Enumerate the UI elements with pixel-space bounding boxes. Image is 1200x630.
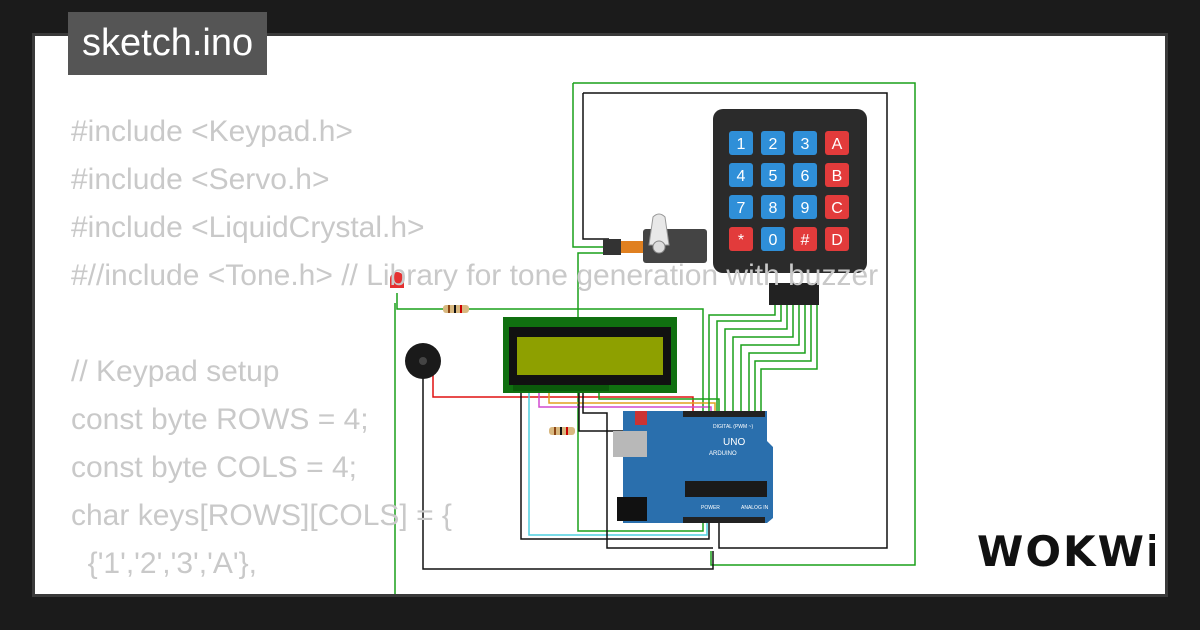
servo (603, 213, 707, 263)
wire-black-left (582, 93, 609, 240)
resistor-lcd (549, 427, 575, 435)
arduino-brand-label: ARDUINO (709, 451, 737, 457)
arduino-uno: UNO ARDUINO DIGITAL (PWM ~) POWER ANALOG… (613, 411, 773, 523)
wire-black-outer (583, 92, 888, 549)
keypad-key-label: B (832, 168, 843, 185)
keypad-key (793, 163, 817, 187)
keypad-key-label: 8 (769, 200, 778, 217)
circuit-diagram: 1 2 3 A 4 5 6 B 7 8 9 C * 0 # D (390, 82, 916, 594)
keypad-key (729, 163, 753, 187)
wokwi-logo-text: WOKWi (977, 527, 1155, 576)
keypad-key-label: 2 (769, 136, 778, 153)
wire-servo-signal (577, 252, 704, 532)
wire-led (396, 293, 704, 411)
arduino-analog-label: ANALOG IN (741, 505, 769, 511)
arduino-power-label: POWER (701, 505, 720, 511)
resistor-led (443, 305, 469, 313)
keypad-key-label: 7 (737, 200, 746, 217)
keypad-key-label: C (831, 200, 843, 217)
keypad-key (729, 131, 753, 155)
keypad-key-label: 5 (769, 168, 778, 185)
keypad-key (825, 163, 849, 187)
sketch-filename-label: sketch.ino (68, 12, 268, 75)
keypad-key-label: * (738, 232, 744, 249)
keypad-key (761, 195, 785, 219)
lcd-display (503, 317, 677, 393)
keypad-key (825, 195, 849, 219)
keypad-key (793, 195, 817, 219)
keypad-key (825, 227, 849, 251)
wires (394, 82, 916, 594)
keypad-key-label: 0 (769, 232, 778, 249)
keypad-key-label: 6 (801, 168, 810, 185)
wokwi-logo: WOKWi (977, 527, 1155, 576)
arduino-uno-label: UNO (723, 437, 745, 448)
keypad-key (761, 227, 785, 251)
keypad-key-label: 9 (801, 200, 810, 217)
led (390, 272, 404, 288)
arduino-digital-label: DIGITAL (PWM ~) (713, 424, 753, 430)
wire-green-outer (573, 82, 916, 566)
keypad-key-label: 3 (801, 136, 810, 153)
keypad-key (761, 163, 785, 187)
keypad-key (761, 131, 785, 155)
keypad-key-label: A (832, 136, 843, 153)
keypad: 1 2 3 A 4 5 6 B 7 8 9 C * 0 # D (713, 109, 867, 305)
keypad-key-label: 4 (737, 168, 746, 185)
keypad-key-label: # (801, 232, 810, 249)
keypad-key (793, 131, 817, 155)
wire-green-left (572, 83, 609, 248)
keypad-key-label: D (831, 232, 843, 249)
keypad-key-label: 1 (737, 136, 746, 153)
keypad-key (729, 195, 753, 219)
wire-buzzer-red (432, 363, 694, 411)
keypad-key (825, 131, 849, 155)
keypad-key (729, 227, 753, 251)
buzzer (405, 343, 441, 379)
keypad-key (793, 227, 817, 251)
wire-buzzer (422, 375, 714, 570)
